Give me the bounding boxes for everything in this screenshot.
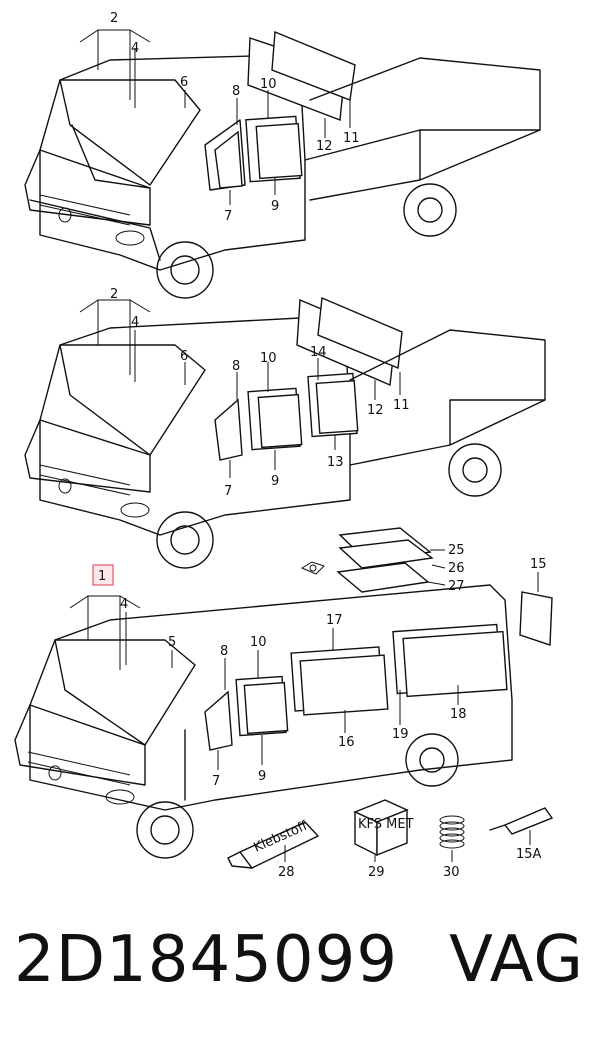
callout-bot-18: 18 [450,707,467,722]
callout-top-8: 8 [232,84,240,99]
callout-mid-14: 14 [310,345,327,360]
callout-labels-middle: 2 4 6 8 10 14 7 9 13 12 11 [110,287,410,499]
callout-bot-16: 16 [338,735,355,750]
callout-top-12: 12 [316,139,333,154]
callout-labels-bottom: 1 4 5 8 10 17 7 9 16 19 18 15 25 26 27 [98,543,547,789]
callout-mid-9: 9 [271,474,279,489]
callout-mid-4: 4 [131,315,139,330]
pickup-truck-illustration [24,29,541,299]
highlight-box [92,564,114,586]
callout-top-6: 6 [180,75,188,90]
spacer-coil [439,815,465,862]
applicator-nozzle [489,807,554,845]
callout-top-10: 10 [260,77,277,92]
callout-bot-4: 4 [120,597,128,612]
callout-bot-15: 15 [530,557,547,572]
callout-acc-29: 29 [368,865,385,880]
callout-labels-top: 2 4 6 8 10 7 9 11 12 [110,11,360,224]
callout-bot-25: 25 [448,543,465,558]
callout-mid-13: 13 [327,455,344,470]
adhesive-tube: Klebstoff [227,818,320,869]
callout-mid-12: 12 [367,403,384,418]
part-number: 2D1845099 [14,923,399,997]
callout-labels-accessories: 28 29 30 15A [278,847,542,880]
callout-bot-5: 5 [168,635,176,650]
box-text: KFS MET [358,817,414,832]
crew-cab-pickup-illustration [24,296,546,569]
callout-bot-27: 27 [448,579,465,594]
exploded-parts-diagram: Klebstoff KFS MET 2 4 6 8 10 7 9 11 12 2… [14,11,554,880]
callout-bot-26: 26 [448,561,465,576]
callout-bot-17: 17 [326,613,343,628]
callout-bot-9: 9 [258,769,266,784]
callout-bot-7: 7 [212,774,220,789]
callout-bot-8: 8 [220,644,228,659]
callout-bot-10: 10 [250,635,267,650]
callout-mid-2: 2 [110,287,118,302]
callout-top-7: 7 [224,209,232,224]
callout-bot-1: 1 [98,569,106,584]
callout-acc-15A: 15A [516,847,542,862]
callout-top-4: 4 [131,41,139,56]
brand-name: VAG [449,923,584,997]
callout-mid-11: 11 [393,398,410,413]
callout-bot-19: 19 [392,727,409,742]
callout-mid-10: 10 [260,351,277,366]
callout-mid-8: 8 [232,359,240,374]
callout-acc-28: 28 [278,865,295,880]
callout-top-2: 2 [110,11,118,26]
callout-top-9: 9 [271,199,279,214]
van-illustration [14,527,553,859]
callout-acc-30: 30 [443,865,460,880]
callout-mid-7: 7 [224,484,232,499]
primer-box: KFS MET [353,799,414,862]
callout-mid-6: 6 [180,349,188,364]
callout-top-11: 11 [343,131,360,146]
